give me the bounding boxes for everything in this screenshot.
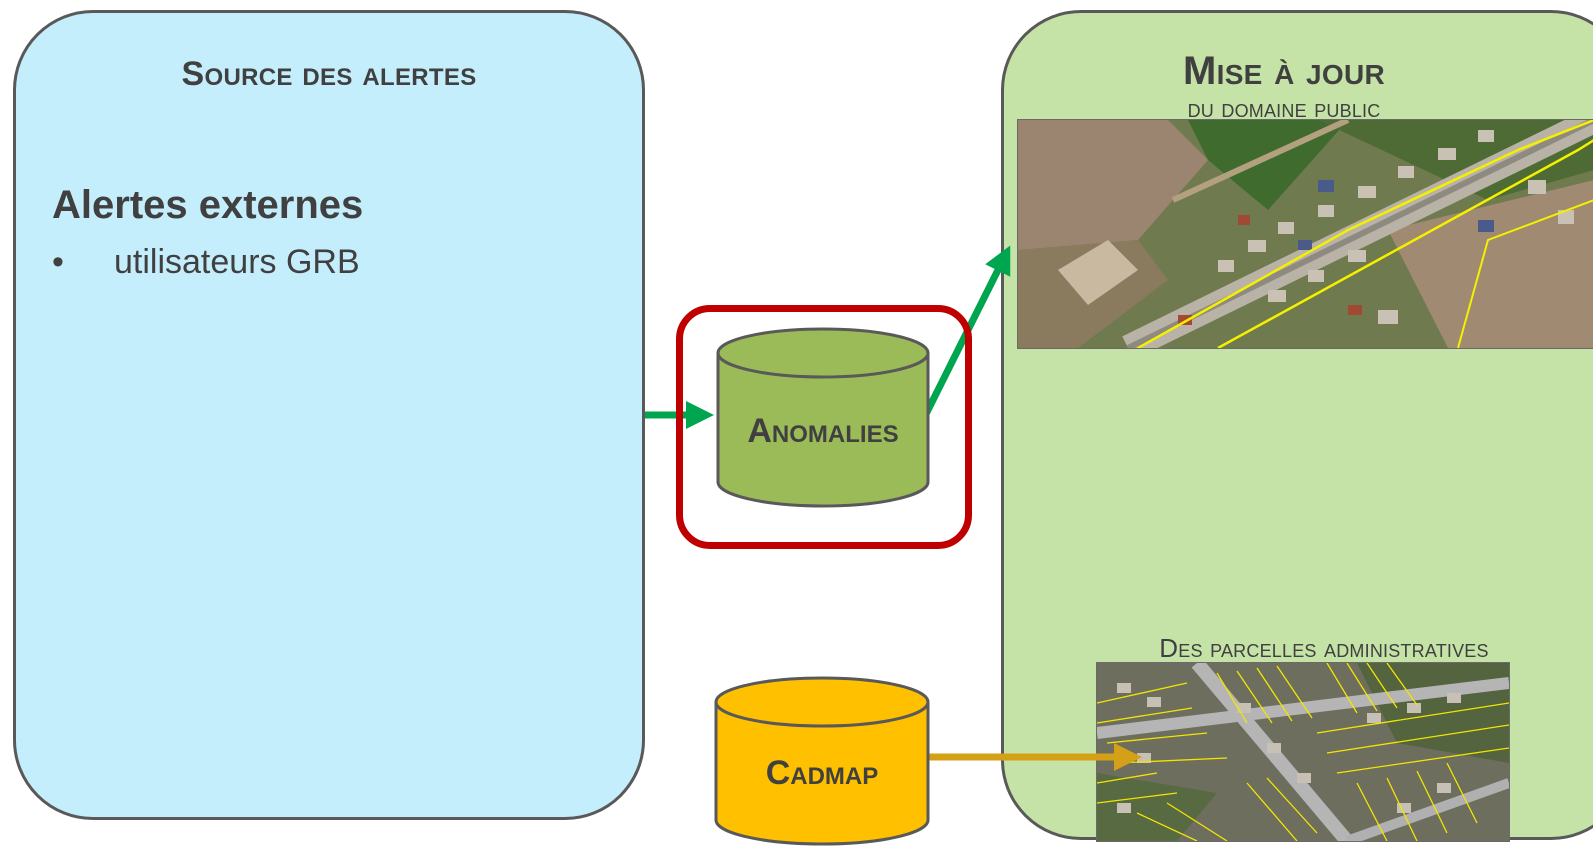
aerial-photo-parcel-overlay-icon bbox=[1097, 663, 1509, 841]
update-title: Mise à jour bbox=[1183, 49, 1385, 93]
external-alerts-heading: Alertes externes bbox=[52, 183, 364, 227]
source-panel: Source des alertes Alertes externes • ut… bbox=[13, 10, 645, 820]
list-item: • utilisateurs GRB bbox=[52, 243, 360, 282]
domain-aerial-image bbox=[1017, 119, 1593, 349]
anomalies-label: Anomalies bbox=[747, 412, 899, 450]
cadmap-database-icon bbox=[714, 676, 930, 846]
list-item-label: utilisateurs GRB bbox=[114, 243, 360, 281]
external-alerts-list: • utilisateurs GRB bbox=[52, 243, 360, 282]
arrow-anomalies-to-domain bbox=[919, 245, 1011, 422]
bullet-icon: • bbox=[52, 243, 64, 281]
parcels-subtitle: Des parcelles administratives bbox=[1159, 633, 1489, 663]
source-title: Source des alertes bbox=[181, 55, 477, 93]
cadmap-label: Cadmap bbox=[765, 754, 879, 792]
aerial-photo-road-overlay-icon bbox=[1018, 120, 1593, 348]
anomalies-database-icon bbox=[716, 327, 930, 508]
parcels-aerial-image bbox=[1096, 662, 1510, 842]
anomalies-highlight bbox=[676, 305, 972, 549]
domain-subtitle: du domaine public bbox=[1187, 93, 1381, 123]
